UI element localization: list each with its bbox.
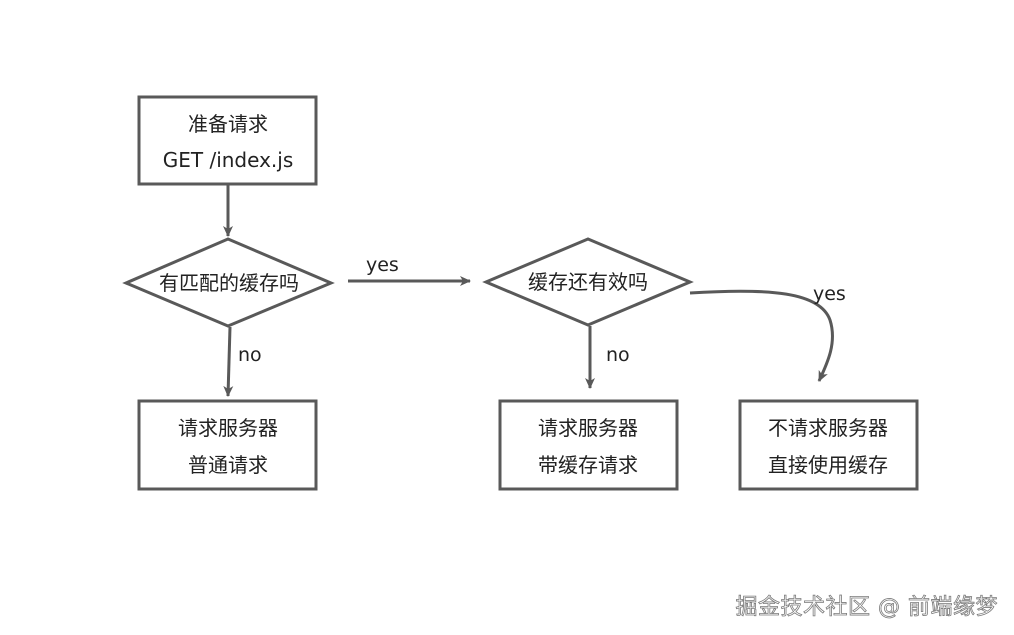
arrow-cache-valid-yes (689, 289, 834, 382)
has-cache-decision: 有匹配的缓存吗 (122, 237, 335, 328)
has-cache-yes-label: yes (366, 254, 399, 276)
has-cache-label: 有匹配的缓存吗 (159, 271, 299, 295)
cached-request-line2: 带缓存请求 (538, 453, 638, 477)
cache-valid-yes-label: yes (813, 283, 846, 305)
use-cache-line1: 不请求服务器 (768, 416, 888, 440)
start-node-line2: GET /index.js (163, 148, 294, 172)
normal-request-line2: 普通请求 (188, 453, 268, 477)
start-node: 准备请求 GET /index.js (137, 95, 318, 186)
cached-request-box (498, 399, 679, 491)
use-cache-node: 不请求服务器 直接使用缓存 (738, 399, 919, 491)
cache-valid-label: 缓存还有效吗 (528, 270, 648, 294)
normal-request-box (137, 399, 318, 491)
start-node-line1: 准备请求 (188, 112, 268, 136)
watermark: 掘金技术社区 @ 前端缘梦 (735, 595, 998, 621)
has-cache-diamond (122, 237, 335, 328)
normal-request-node: 请求服务器 普通请求 (137, 399, 318, 491)
use-cache-line2: 直接使用缓存 (768, 453, 888, 477)
use-cache-box (738, 399, 919, 491)
arrow-has-cache-no (223, 326, 234, 397)
cached-request-node: 请求服务器 带缓存请求 (498, 399, 679, 491)
cache-valid-decision: 缓存还有效吗 (482, 237, 694, 327)
has-cache-no-label: no (238, 344, 262, 366)
cache-valid-diamond (482, 237, 694, 327)
cache-valid-no-label: no (606, 344, 630, 366)
cached-request-line1: 请求服务器 (538, 416, 638, 440)
start-node-box (137, 95, 318, 186)
normal-request-line1: 请求服务器 (178, 416, 278, 440)
